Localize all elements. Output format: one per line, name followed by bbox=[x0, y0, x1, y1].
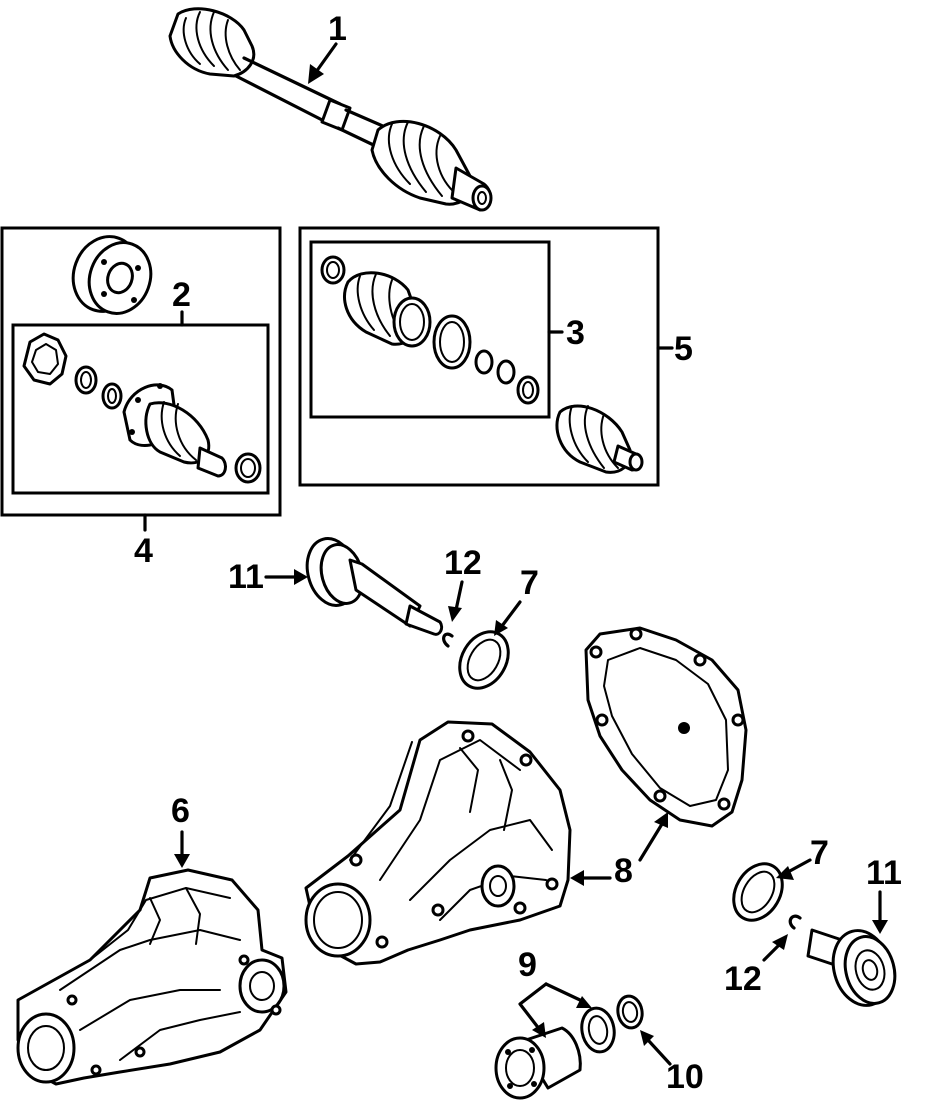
leader-8-cover bbox=[638, 822, 664, 862]
seal-upper bbox=[458, 630, 510, 690]
outer-cv-boot-kit bbox=[320, 255, 540, 405]
kit-box-5 bbox=[298, 226, 660, 487]
kit-box-4 bbox=[0, 226, 282, 517]
leader-10 bbox=[646, 1038, 672, 1066]
label-10: 10 bbox=[666, 1058, 704, 1096]
leader-12-upper bbox=[454, 580, 464, 612]
label-2: 2 bbox=[172, 276, 191, 314]
label-12-upper: 12 bbox=[444, 544, 482, 582]
label-12-lower: 12 bbox=[724, 960, 762, 998]
arrowhead-8-cover bbox=[654, 812, 668, 828]
arrowhead-12-lower bbox=[772, 934, 788, 950]
pinion-seal bbox=[580, 1006, 616, 1054]
arrowhead-7-upper bbox=[494, 620, 508, 636]
arrowhead-10 bbox=[640, 1030, 654, 1046]
pinion-flange bbox=[494, 1026, 582, 1100]
cv-joint-outer bbox=[555, 404, 644, 474]
arrowhead-11-upper bbox=[294, 569, 308, 585]
differential-assembly bbox=[16, 868, 288, 1086]
flange-coupling bbox=[71, 235, 153, 315]
differential-cover bbox=[584, 626, 748, 828]
arrowhead-11-lower bbox=[872, 920, 888, 934]
stub-shaft-lower bbox=[806, 928, 897, 1007]
arrowhead-1 bbox=[308, 64, 324, 84]
arrowhead-8 bbox=[570, 870, 584, 886]
label-11-upper: 11 bbox=[228, 558, 264, 596]
circlip-upper bbox=[442, 632, 454, 648]
arrowhead-9-flange bbox=[532, 1022, 546, 1038]
arrowhead-6 bbox=[174, 854, 190, 868]
leader-9-branch bbox=[544, 982, 582, 1002]
arrowhead-12-upper bbox=[448, 606, 462, 622]
inner-cv-joint-kit bbox=[22, 332, 262, 484]
kit-box-2 bbox=[11, 323, 270, 495]
seal-lower bbox=[732, 862, 784, 922]
label-4: 4 bbox=[134, 532, 153, 570]
label-9: 9 bbox=[518, 946, 537, 984]
label-7-lower: 7 bbox=[810, 834, 829, 872]
label-6: 6 bbox=[171, 792, 190, 830]
label-7-upper: 7 bbox=[520, 564, 539, 602]
pinion-ring bbox=[616, 994, 644, 1030]
arrowhead-9-seal bbox=[576, 996, 592, 1008]
label-5: 5 bbox=[674, 330, 693, 368]
leader-12-lower bbox=[762, 942, 782, 962]
leader-7-upper bbox=[500, 600, 522, 628]
label-11-lower: 11 bbox=[866, 854, 902, 892]
label-8: 8 bbox=[614, 852, 633, 890]
leader-7-lower bbox=[786, 858, 812, 874]
leader-1 bbox=[314, 42, 338, 74]
circlip-lower bbox=[788, 914, 802, 930]
kit-box-3 bbox=[309, 240, 551, 419]
stub-shaft-upper bbox=[305, 537, 444, 636]
label-3: 3 bbox=[566, 314, 585, 352]
leader-9-bracket bbox=[518, 982, 548, 1032]
differential-housing bbox=[304, 720, 572, 966]
axle-shaft-assembly bbox=[168, 7, 493, 212]
arrowhead-7-lower bbox=[776, 866, 794, 880]
label-1: 1 bbox=[328, 10, 347, 48]
